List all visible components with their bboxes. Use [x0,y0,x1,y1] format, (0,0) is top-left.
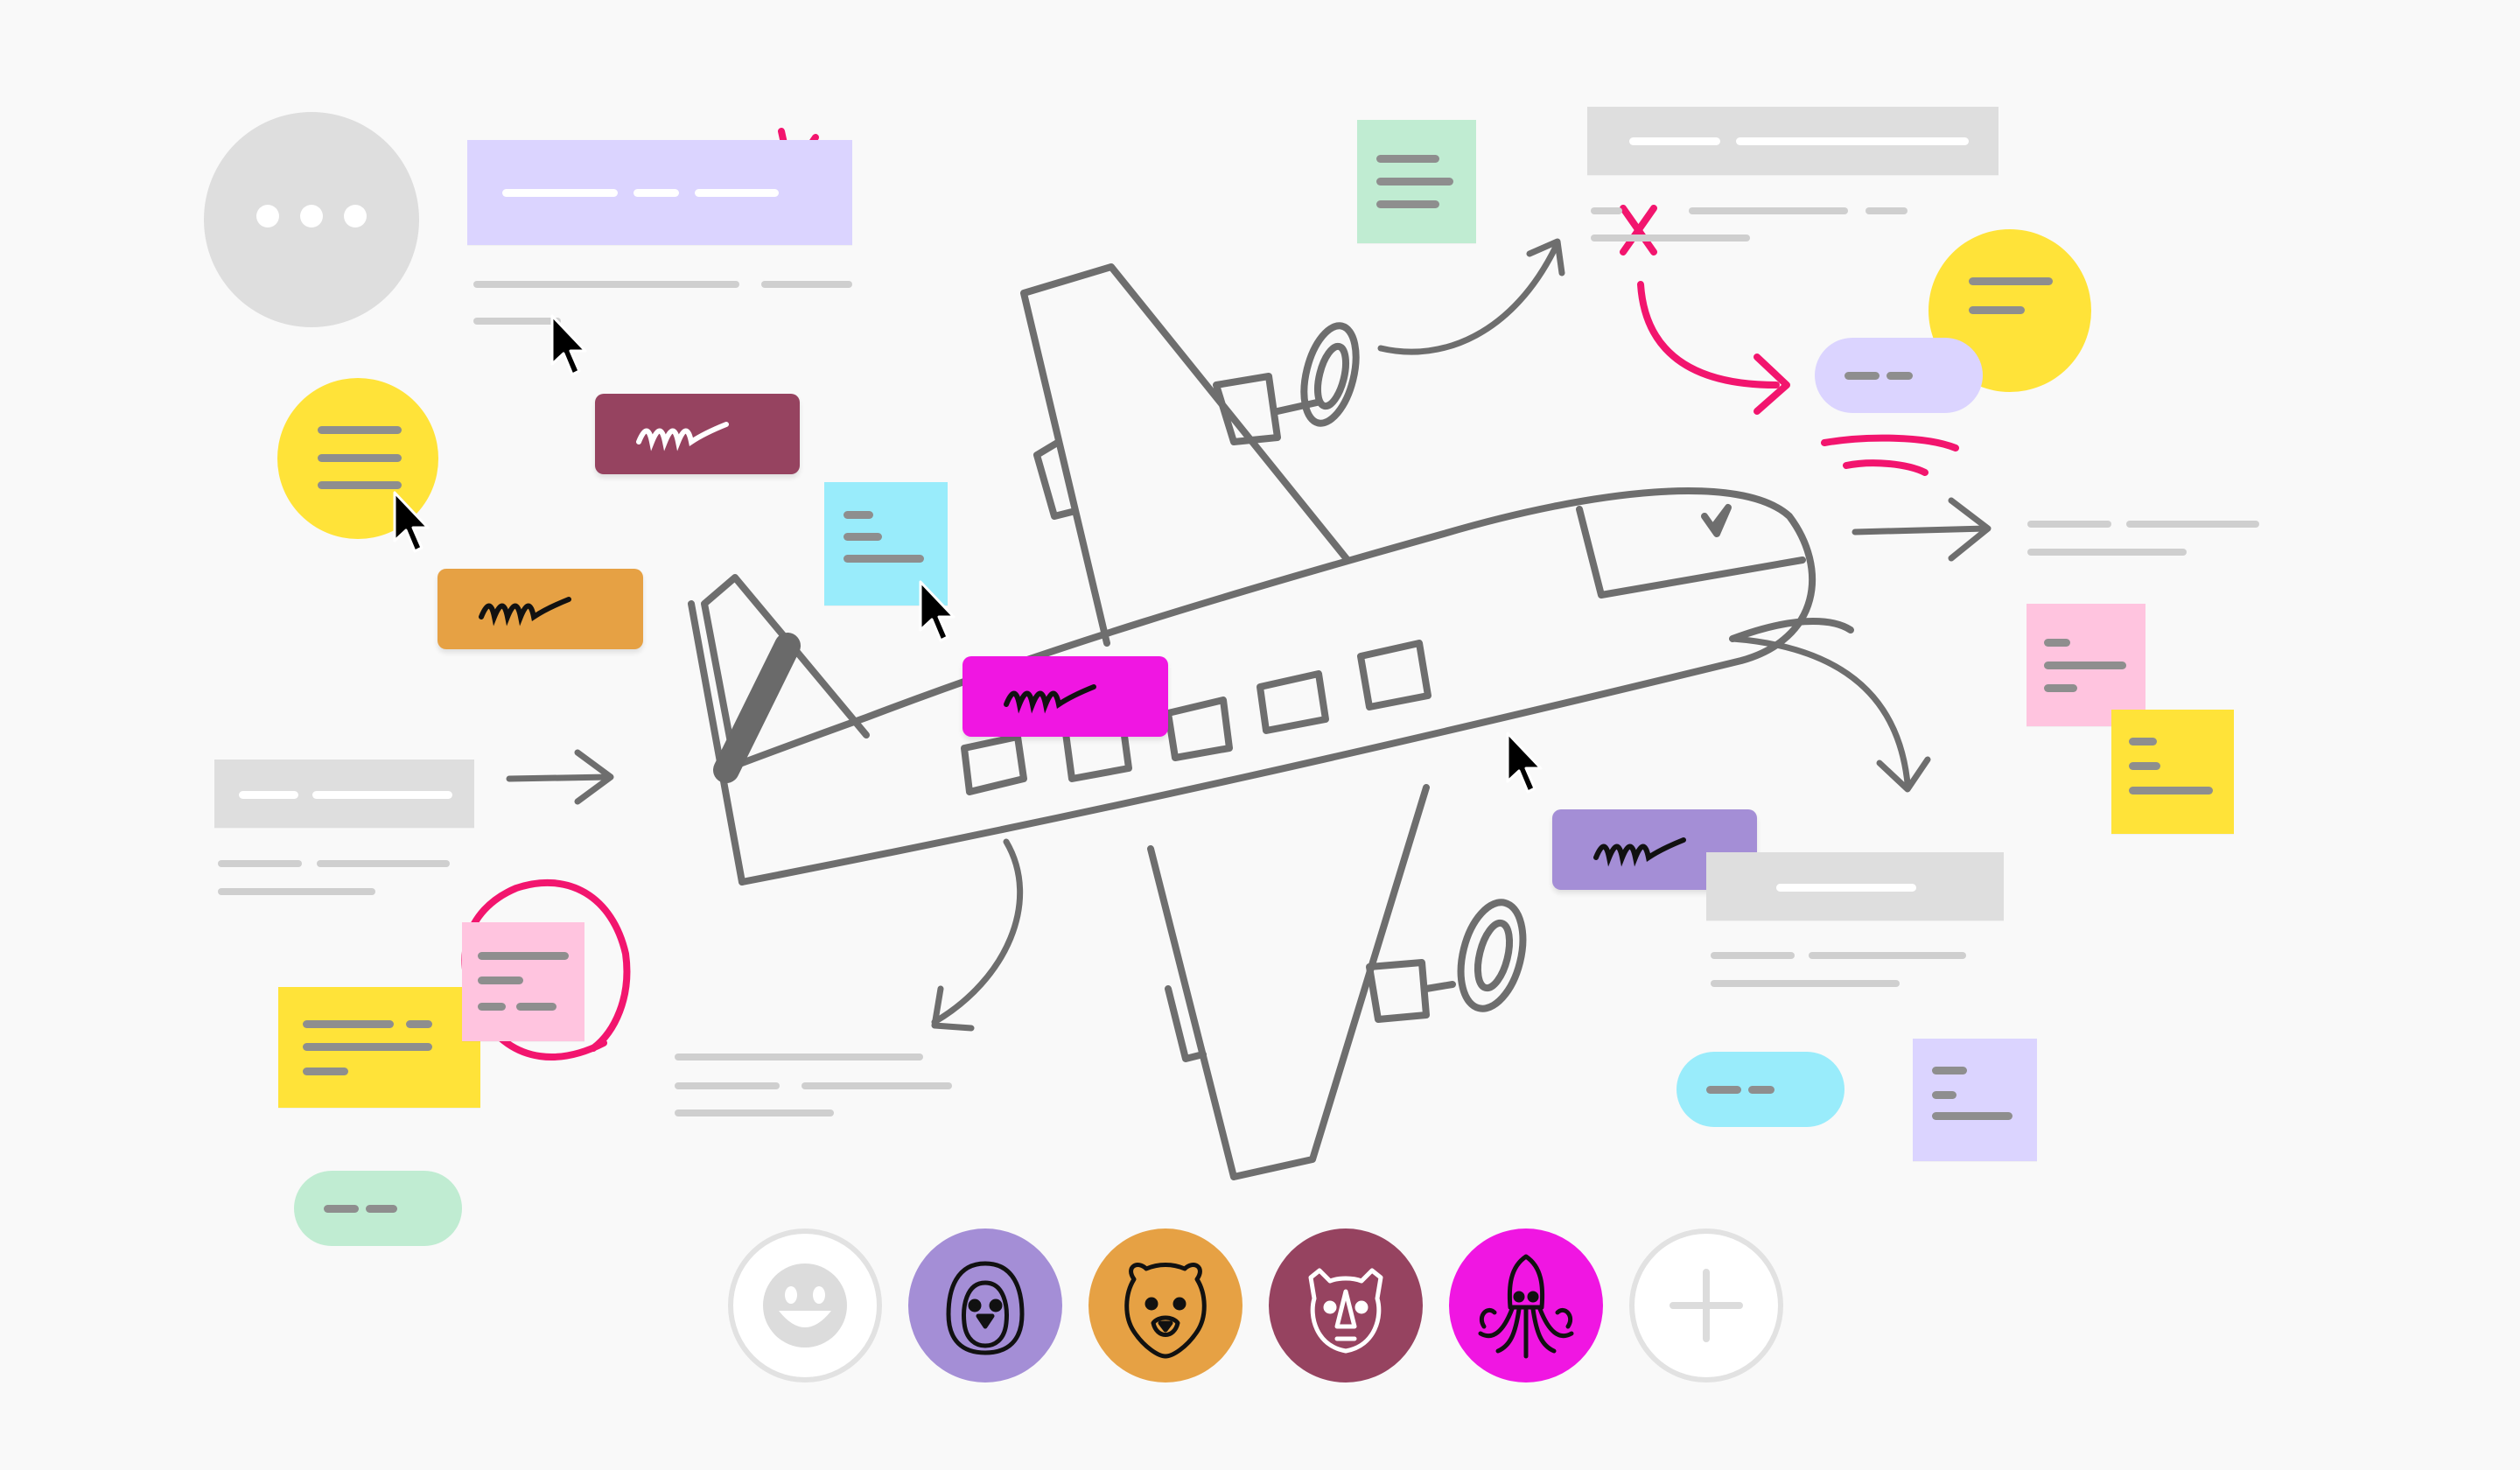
penguin-icon [946,1261,1025,1355]
participant-avatar-bar [726,1227,1794,1384]
rhino-icon [1308,1268,1383,1354]
lavender-pill-tag[interactable] [1815,338,1983,413]
avatar-penguin[interactable] [908,1228,1062,1382]
yellow-sticky-note-right[interactable] [2111,710,2234,834]
squid-icon [1478,1254,1574,1359]
avatar-rhino[interactable] [1269,1228,1423,1382]
text-line [1809,952,1966,959]
text-line [2126,521,2259,528]
pink-sticky-note-right[interactable] [2026,604,2146,726]
text-line [675,1054,923,1060]
mouse-pointer-icon [550,314,587,376]
smiley-face-icon [763,1264,847,1348]
text-line [802,1082,952,1089]
airplane-sketch-icon [688,263,1854,1180]
gray-header-card-top[interactable] [1587,107,1998,175]
signature-label-orange[interactable] [438,569,643,649]
text-line [1866,207,1908,214]
text-line [675,1110,834,1116]
gray-header-card[interactable] [214,760,474,828]
text-line [1591,234,1750,242]
bear-icon [1124,1263,1207,1359]
purple-header-card[interactable] [467,140,852,245]
more-horizontal-icon [256,205,367,228]
mint-sticky-note[interactable] [1357,120,1476,243]
text-line [675,1082,780,1089]
text-line [1711,952,1795,959]
text-line [2027,549,2187,556]
avatar-squid[interactable] [1449,1228,1603,1382]
plus-icon [1670,1269,1743,1342]
text-line [218,860,302,867]
text-line [473,318,561,325]
text-line [761,281,852,288]
cyan-sticky-note[interactable] [824,482,948,606]
signature-label-maroon[interactable] [595,394,800,474]
yellow-sticky-note[interactable] [278,987,480,1108]
more-menu-button[interactable] [204,112,419,327]
cyan-pill-tag[interactable] [1676,1052,1844,1127]
mouse-pointer-icon [393,491,430,553]
mint-pill-tag[interactable] [294,1171,462,1246]
text-line [1591,207,1622,214]
text-line [473,281,739,288]
text-line [2027,521,2111,528]
text-line [317,860,450,867]
text-line [1689,207,1848,214]
pink-sticky-note[interactable] [462,922,584,1041]
lavender-sticky-note[interactable] [1913,1039,2037,1161]
avatar-bear[interactable] [1088,1228,1242,1382]
text-line [218,888,375,895]
mouse-pointer-icon [1506,732,1543,794]
add-participant-button[interactable] [1629,1228,1783,1382]
avatar-smiley[interactable] [728,1228,882,1382]
mouse-pointer-icon [919,580,956,642]
gray-header-card-bottom[interactable] [1706,852,2004,920]
text-line [1711,980,1900,987]
arrow-icon [506,238,1992,1032]
signature-label-magenta[interactable] [962,656,1168,737]
